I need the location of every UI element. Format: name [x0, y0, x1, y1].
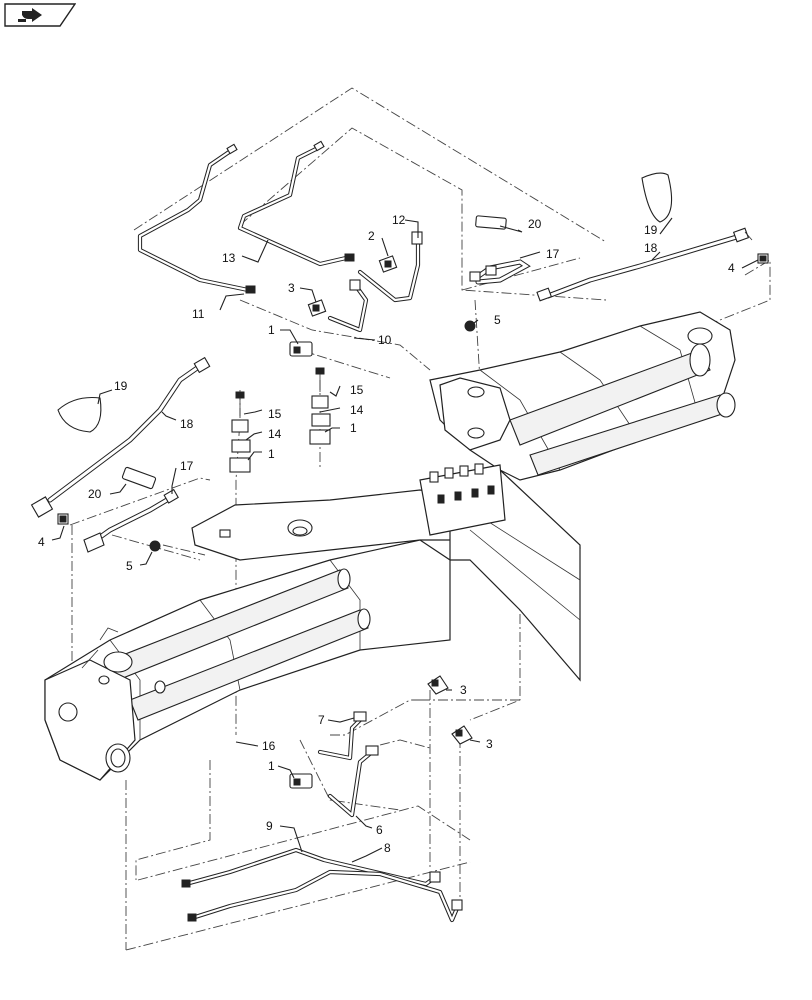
callout-18-top: 18 — [644, 241, 658, 255]
callout-15-a: 15 — [350, 383, 364, 397]
clamp-1-top — [289, 341, 313, 357]
callout-14-a: 14 — [350, 403, 364, 417]
tube-6 — [327, 745, 379, 818]
boom-frame — [44, 311, 736, 781]
callout-20-left: 20 — [88, 487, 102, 501]
hose-17-top — [469, 259, 531, 285]
hose-18-left — [30, 356, 211, 518]
tube-9 — [181, 847, 441, 888]
callout-16: 16 — [262, 739, 276, 753]
callout-3-lower-a: 3 — [460, 683, 467, 697]
callout-11: 11 — [192, 307, 205, 321]
tube-13 — [237, 140, 355, 267]
callout-1-a: 1 — [268, 323, 275, 337]
callout-14-b: 14 — [268, 427, 282, 441]
callout-1-c: 1 — [268, 447, 275, 461]
callout-6: 6 — [376, 823, 383, 837]
sleeve-20-top — [475, 215, 507, 230]
callout-4-left: 4 — [38, 535, 45, 549]
fitting-4-top — [757, 253, 769, 264]
callout-3-top: 3 — [288, 281, 295, 295]
callout-20-top: 20 — [528, 217, 542, 231]
plug-5-left — [149, 540, 161, 552]
clamp-stack-15-14-1-right — [309, 367, 331, 445]
callout-4-top: 4 — [728, 261, 735, 275]
callout-19-top: 19 — [644, 223, 658, 237]
callout-labels: 12 20 2 13 17 19 18 4 3 5 11 10 1 15 14 … — [38, 213, 735, 855]
callout-17-top: 17 — [546, 247, 560, 261]
callout-12: 12 — [392, 213, 406, 227]
fitting-3-lower-b — [451, 725, 473, 745]
callout-2: 2 — [368, 229, 375, 243]
callout-8: 8 — [384, 841, 391, 855]
tube-7 — [317, 711, 367, 761]
clamp-stack-15-14-1-left — [229, 391, 251, 473]
callout-10: 10 — [378, 333, 392, 347]
callout-9: 9 — [266, 819, 273, 833]
callout-1-b: 1 — [350, 421, 357, 435]
fitting-2 — [378, 255, 398, 273]
shield-19-left — [57, 396, 102, 433]
callout-13: 13 — [222, 251, 236, 265]
shield-19-top — [641, 172, 673, 223]
callout-17-left: 17 — [180, 459, 194, 473]
callout-5-top: 5 — [494, 313, 501, 327]
hose-17-left — [83, 488, 179, 553]
tube-8 — [187, 869, 463, 923]
callout-leaders — [51, 217, 759, 863]
callout-3-lower-b: 3 — [486, 737, 493, 751]
clamp-1-lower — [289, 773, 313, 789]
fitting-4-left — [57, 513, 69, 525]
tube-11 — [137, 143, 256, 294]
callout-15-b: 15 — [268, 407, 282, 421]
sleeve-20-left — [121, 466, 157, 490]
page-nav-button[interactable] — [4, 3, 77, 27]
fitting-3-lower-a — [427, 675, 449, 695]
tube-12 — [357, 231, 423, 303]
callout-19-left: 19 — [114, 379, 128, 393]
callout-18-left: 18 — [180, 417, 194, 431]
tube-10 — [327, 279, 369, 333]
callout-1-d: 1 — [268, 759, 275, 773]
fitting-3-top — [307, 299, 327, 317]
callout-5-left: 5 — [126, 559, 133, 573]
hose-18-top — [536, 227, 753, 302]
page-arrow-icon — [4, 3, 77, 27]
callout-7: 7 — [318, 713, 325, 727]
